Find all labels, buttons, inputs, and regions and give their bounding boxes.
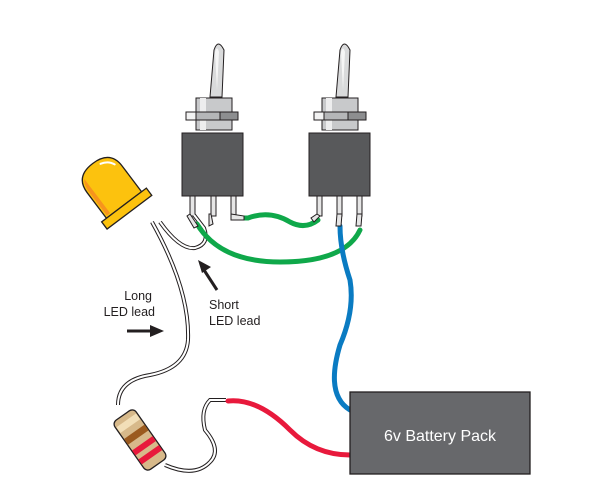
wires (194, 212, 363, 458)
blue-wire (331, 223, 354, 413)
led-dome (81, 156, 143, 220)
battery-body (349, 391, 531, 475)
long-lead-label-line2: LED lead (104, 305, 155, 319)
switch-body (308, 132, 371, 197)
green-wire-long (194, 221, 363, 265)
resistor-lead-right (164, 398, 226, 473)
switch-terminals (189, 195, 237, 217)
short-lead-annotation: Short LED lead (198, 260, 260, 328)
arrow-up-left-icon (198, 260, 219, 291)
switch-terminals (316, 195, 363, 217)
resistor (113, 409, 167, 471)
green-wire-short (231, 212, 321, 228)
resistor-band-3 (138, 445, 163, 465)
resistor-band-2 (132, 436, 156, 456)
resistor-band-1 (124, 424, 149, 445)
switch-body (181, 132, 244, 197)
arrow-right-icon (127, 325, 164, 337)
short-lead-label-line1: Short (209, 298, 239, 312)
red-wire (225, 398, 353, 458)
short-lead-label-line2: LED lead (209, 314, 260, 328)
led (81, 156, 153, 230)
toggle-switch-right (308, 43, 371, 217)
battery-label: 6v Battery Pack (384, 428, 497, 445)
battery-pack: 6v Battery Pack (349, 391, 531, 475)
long-lead-annotation: Long LED lead (104, 289, 164, 337)
long-lead-label-line1: Long (124, 289, 152, 303)
led-rim (100, 187, 153, 230)
toggle-switch-left (181, 43, 244, 217)
resistor-body (113, 409, 167, 471)
